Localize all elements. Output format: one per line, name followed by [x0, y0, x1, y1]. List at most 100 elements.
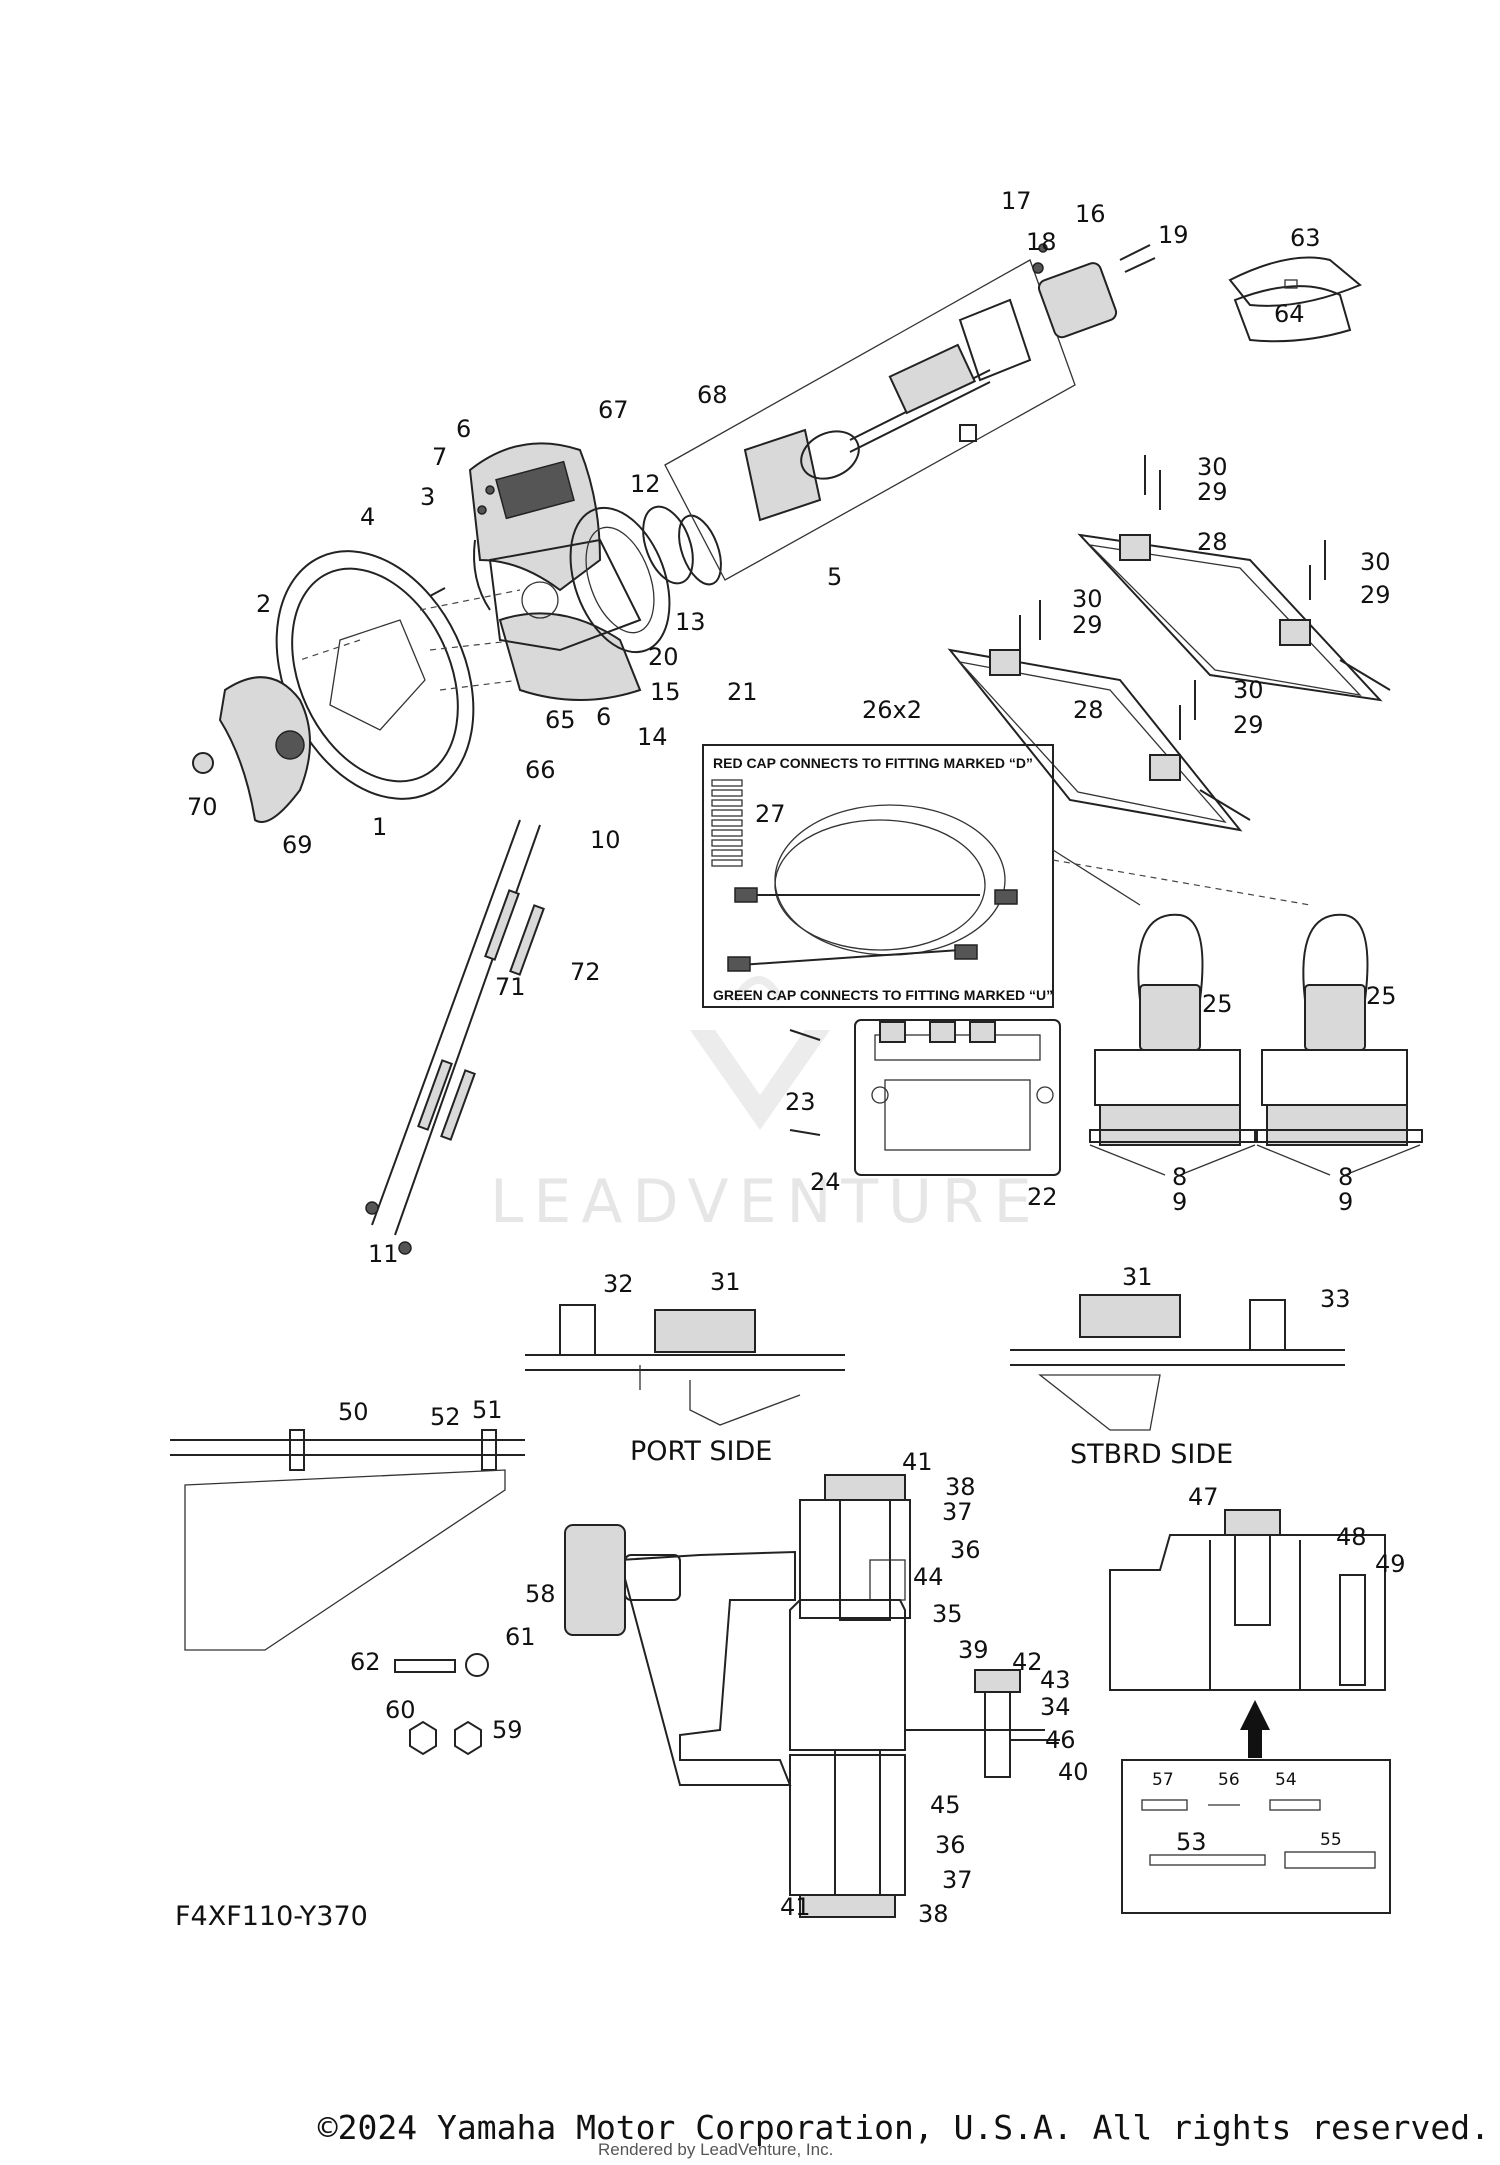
callout-label: 48: [1336, 1523, 1367, 1551]
callout-labels: 1 2 3 4 5 6 6 7 8 8 9 9 10 11 12 13 14 1…: [187, 187, 1406, 1928]
callout-label: 24: [810, 1168, 841, 1196]
callout-label: 8: [1338, 1163, 1353, 1191]
green-cap-note: GREEN CAP CONNECTS TO FITTING MARKED “U”: [713, 987, 1053, 1003]
callout-label: 29: [1233, 711, 1264, 739]
callout-label: 13: [675, 608, 706, 636]
callout-label: 25: [1202, 990, 1233, 1018]
callout-label: 44: [913, 1563, 944, 1591]
callout-label: 8: [1172, 1163, 1187, 1191]
cover-plate-and-gasket: [1228, 256, 1362, 343]
callout-label: 40: [1058, 1758, 1089, 1786]
callout-label: 37: [942, 1866, 973, 1894]
callout-label: 3: [420, 483, 435, 511]
callout-label: 55: [1320, 1830, 1342, 1850]
callout-label: 30: [1197, 453, 1228, 481]
copyright-notice: ©2024 Yamaha Motor Corporation, U.S.A. A…: [317, 2108, 1490, 2147]
callout-label: 17: [1001, 187, 1032, 215]
callout-label: 7: [432, 443, 447, 471]
callout-label: 29: [1072, 611, 1103, 639]
watermark-text: LEADVENTURE: [490, 1167, 1042, 1237]
callout-label: 58: [525, 1580, 556, 1608]
callout-label: 47: [1188, 1483, 1219, 1511]
callout-label: 70: [187, 793, 218, 821]
callout-label: 6: [596, 703, 611, 731]
callout-label: 68: [697, 381, 728, 409]
callout-label: 34: [1040, 1693, 1071, 1721]
control-module: [789, 1019, 1061, 1176]
callout-label: 60: [385, 1696, 416, 1724]
callout-label: 9: [1172, 1188, 1187, 1216]
callout-label: 36: [950, 1536, 981, 1564]
port-side-caption: PORT SIDE: [630, 1436, 772, 1467]
callout-label: 31: [710, 1268, 741, 1296]
callout-label: 29: [1360, 581, 1391, 609]
callout-label: 50: [338, 1398, 369, 1426]
rendered-by-note: Rendered by LeadVenture, Inc.: [598, 2140, 834, 2159]
rail-bolts: [1019, 455, 1326, 740]
stbrd-side-caption: STBRD SIDE: [1070, 1439, 1233, 1470]
callout-label: 18: [1026, 228, 1057, 256]
trim-rail-lower: [947, 648, 1251, 832]
port-side-rail: [525, 1304, 845, 1426]
callout-label: 41: [902, 1448, 933, 1476]
watermark-logo: [690, 976, 830, 1130]
callout-label: 67: [598, 396, 629, 424]
callout-label: 42: [1012, 1648, 1043, 1676]
trim-rail-upper: [1077, 533, 1391, 702]
callout-label: 12: [630, 470, 661, 498]
callout-label: 38: [945, 1473, 976, 1501]
callout-label: 45: [930, 1791, 961, 1819]
callout-label: 72: [570, 958, 601, 986]
callout-label: 31: [1122, 1263, 1153, 1291]
callout-label: 49: [1375, 1550, 1406, 1578]
callout-label: 53: [1176, 1828, 1207, 1856]
callout-label: 37: [942, 1498, 973, 1526]
callout-label: 29: [1197, 478, 1228, 506]
stbrd-side-rail: [1010, 1294, 1345, 1431]
callout-label: 71: [495, 973, 526, 1001]
steering-cables: [365, 819, 545, 1255]
callout-label: 43: [1040, 1666, 1071, 1694]
callout-label: 25: [1366, 982, 1397, 1010]
callout-label: 59: [492, 1716, 523, 1744]
callout-label: 63: [1290, 224, 1321, 252]
callout-label: 35: [932, 1600, 963, 1628]
callout-label: 28: [1197, 528, 1228, 556]
hardware-inset-box: [1121, 1759, 1391, 1914]
callout-label: 1: [372, 813, 387, 841]
callout-label: 36: [935, 1831, 966, 1859]
callout-label: 22: [1027, 1183, 1058, 1211]
callout-label: 57: [1152, 1770, 1174, 1790]
callout-label: 62: [350, 1648, 381, 1676]
callout-label: 21: [727, 678, 758, 706]
callout-label: 2: [256, 590, 271, 618]
callout-label: 27: [755, 800, 786, 828]
mounting-bracket: [170, 1429, 525, 1651]
callout-label: 15: [650, 678, 681, 706]
red-cap-note: RED CAP CONNECTS TO FITTING MARKED “D”: [713, 755, 1033, 771]
callout-label: 14: [637, 723, 668, 751]
callout-label: 28: [1073, 696, 1104, 724]
trim-pump-right: [1256, 913, 1423, 1176]
callout-label: 30: [1233, 676, 1264, 704]
callout-label: 61: [505, 1623, 536, 1651]
callout-label: 9: [1338, 1188, 1353, 1216]
trim-tab-bracket: [1109, 1509, 1386, 1758]
callout-label: 65: [545, 706, 576, 734]
callout-label: 56: [1218, 1770, 1240, 1790]
callout-label: 38: [918, 1900, 949, 1928]
helm-pump-assembly: [664, 243, 1156, 581]
callout-label: 6: [456, 415, 471, 443]
callout-label: 32: [603, 1270, 634, 1298]
callout-label: 10: [590, 826, 621, 854]
callout-label: 16: [1075, 200, 1106, 228]
callout-label: 69: [282, 831, 313, 859]
callout-label: 20: [648, 643, 679, 671]
callout-label: 23: [785, 1088, 816, 1116]
callout-label: 30: [1072, 585, 1103, 613]
callout-label: 41: [780, 1893, 811, 1921]
callout-label: 4: [360, 503, 375, 531]
callout-label: 64: [1274, 300, 1305, 328]
callout-label: 30: [1360, 548, 1391, 576]
